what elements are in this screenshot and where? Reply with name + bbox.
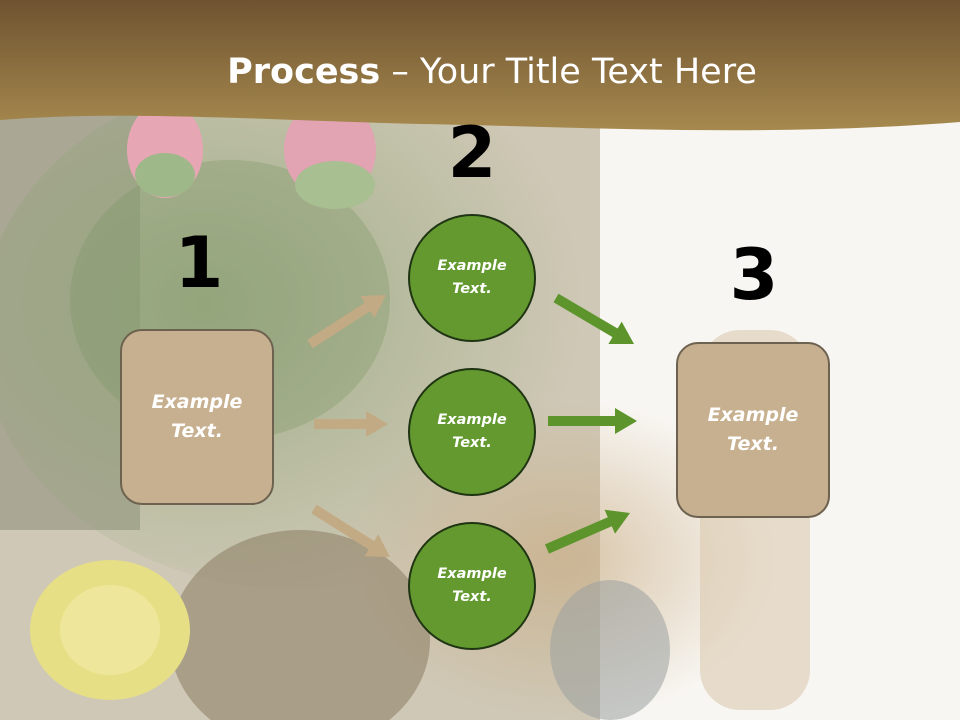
step-number-1: 1 (174, 222, 224, 304)
step-2-circle-3: Example Text. (408, 522, 536, 650)
step-3-text: Example Text. (707, 404, 799, 455)
step-2-circle-2-text: Example Text. (437, 412, 507, 451)
step-1-box: Example Text. (120, 329, 274, 505)
step-3-box: Example Text. (676, 342, 830, 518)
step-2-circle-3-text: Example Text. (437, 566, 507, 605)
step-1-text: Example Text. (151, 391, 243, 442)
step-2-circle-2: Example Text. (408, 368, 536, 496)
slide-title: Process – Your Title Text Here (0, 52, 960, 92)
step-number-2: 2 (447, 112, 497, 194)
step-2-circle-1: Example Text. (408, 214, 536, 342)
title-bold: Process (227, 52, 381, 92)
step-number-3: 3 (729, 234, 779, 316)
title-rest: – Your Title Text Here (380, 52, 757, 92)
step-2-circle-1-text: Example Text. (437, 258, 507, 297)
